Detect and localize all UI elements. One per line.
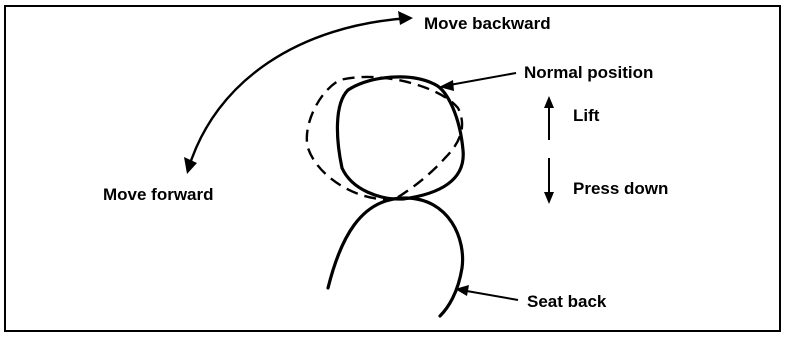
label-seat-back: Seat back [527,292,607,311]
seat-back-arrowhead-icon [455,285,469,296]
normal-position-leader [443,72,517,87]
label-move-forward: Move forward [103,185,214,204]
seat-back-leader [460,289,519,301]
headrest-normal-outline [335,75,465,201]
press-down-arrowhead-icon [544,192,554,204]
label-move-backward: Move backward [424,14,551,33]
arrowhead-backward-icon [398,11,413,25]
diagram-frame [4,5,781,332]
label-lift: Lift [573,106,600,125]
rotation-arc-arrow [186,16,411,171]
headrest-tilted-outline [305,75,464,201]
arrowhead-forward-icon [184,157,197,174]
label-press-down: Press down [573,179,669,198]
normal-position-arrowhead-icon [439,80,454,91]
seat-back-outline [326,196,465,318]
label-normal-position: Normal position [524,63,654,82]
lift-arrowhead-icon [544,96,554,108]
